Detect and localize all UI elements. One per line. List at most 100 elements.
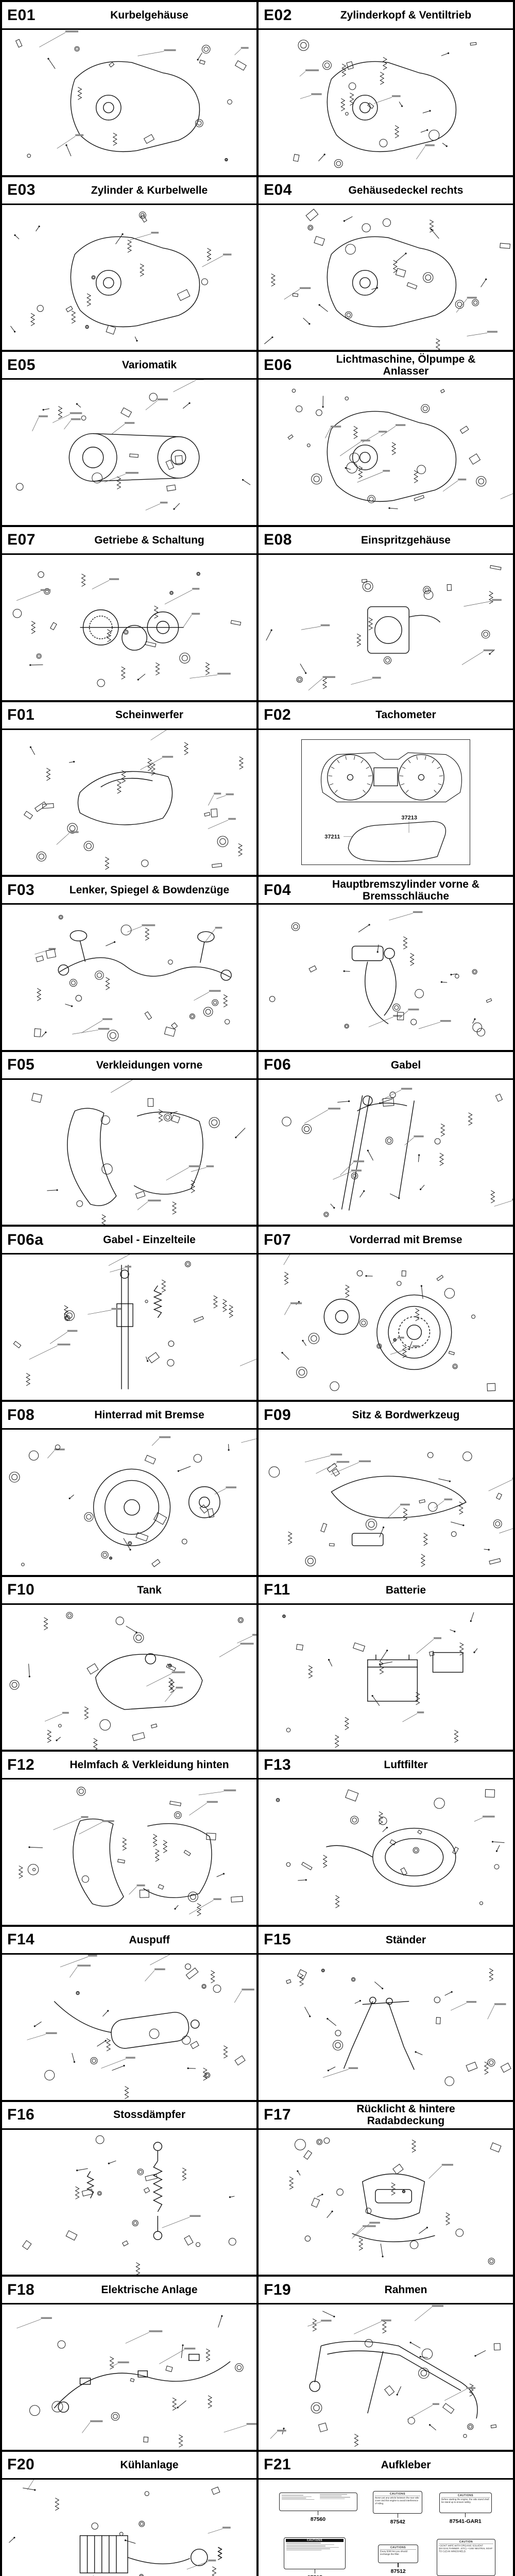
exploded-diagram-thumbnail[interactable] [259,1430,513,1575]
section-title: Rücklicht & hintere Radabdeckung [356,2103,455,2127]
section-title: Hinterrad mit Bremse [94,1409,204,1421]
section-title: Getriebe & Schaltung [94,534,204,546]
exploded-diagram-thumbnail[interactable] [2,30,256,175]
section-title: Zylinderkopf & Ventiltrieb [340,9,472,21]
section-code: F07 [264,1231,291,1248]
section-title: Kurbelgehäuse [110,9,188,21]
section-code: F19 [264,2281,291,2298]
exploded-diagram-thumbnail[interactable] [2,555,256,700]
section-cell-E07[interactable]: E07 Getriebe & Schaltung [1,526,258,701]
exploded-diagram-thumbnail[interactable] [259,205,513,350]
leader-tick [398,2563,399,2568]
exploded-diagram-thumbnail[interactable] [259,2304,513,2450]
exploded-diagram-thumbnail[interactable] [259,905,513,1050]
exploded-diagram-thumbnail[interactable]: 37211 37213 [259,730,513,875]
exploded-diagram-thumbnail[interactable] [259,1080,513,1225]
exploded-diagram-thumbnail[interactable] [2,1605,256,1750]
caution-sticker: CAUTIONS 87505 [284,2537,346,2576]
section-code: F15 [264,1931,291,1948]
section-title: Aufkleber [381,2459,431,2471]
section-code: E02 [264,6,292,24]
section-title: Auspuff [129,1934,170,1946]
exploded-diagram-thumbnail[interactable] [259,1780,513,1925]
section-title: Scheinwerfer [115,709,183,721]
section-title: Lichtmaschine, Ölpumpe & Anlasser [336,353,476,377]
exploded-diagram-thumbnail[interactable] [259,380,513,525]
sticker-heading: CAUTIONS [380,2546,417,2550]
section-title: Gabel [390,1059,421,1071]
section-title: Kühlanlage [120,2459,179,2471]
section-code: F18 [7,2281,35,2298]
section-cell-E02[interactable]: E02 Zylinderkopf & Ventiltrieb [258,1,514,176]
exploded-diagram-thumbnail[interactable] [259,1255,513,1400]
section-cell-F06[interactable]: F06 Gabel [258,1050,514,1226]
exploded-diagram-thumbnail[interactable] [2,1430,256,1575]
exploded-diagram-thumbnail[interactable] [2,1079,256,1225]
leader-tick [397,2514,399,2518]
exploded-diagram-thumbnail[interactable] [259,2130,513,2275]
section-cell-F19[interactable]: F19 Rahmen [258,2276,514,2451]
section-code: F21 [264,2456,291,2473]
exploded-diagram-thumbnail[interactable] [259,30,513,175]
exploded-diagram-thumbnail[interactable] [2,1255,256,1400]
exploded-diagram-thumbnail[interactable] [259,1605,513,1750]
sticker-body-text: Never put any article between the rear s… [375,2496,420,2505]
exploded-diagram-thumbnail[interactable] [2,2130,256,2275]
exploded-diagram-thumbnail[interactable] [2,380,256,525]
exploded-diagram-thumbnail[interactable] [2,2479,256,2576]
section-code: E07 [7,531,36,549]
exploded-diagram-thumbnail[interactable] [2,205,256,350]
section-code: F12 [7,1756,35,1773]
section-code: F06 [264,1056,291,1074]
tachometer-diagram-box: 37211 37213 [301,739,471,866]
section-title: Einspritzgehäuse [361,534,451,546]
exploded-diagram-thumbnail[interactable] [259,1955,513,2100]
sticker-part-number: 87512 [390,2568,406,2575]
exploded-diagram-thumbnail[interactable] [2,1954,256,2100]
exploded-diagram-thumbnail[interactable] [259,555,513,700]
section-cell-F07[interactable]: F07 Vorderrad mit Bremse [258,1226,514,1401]
section-title: Rahmen [384,2284,427,2296]
section-code: F03 [7,881,35,899]
exploded-diagram-thumbnail[interactable] [2,1780,256,1925]
exploded-diagram-thumbnail[interactable] [2,2304,256,2450]
exploded-diagram-thumbnail[interactable] [2,905,256,1050]
exploded-diagram-thumbnail[interactable] [2,730,256,875]
section-title: Vorderrad mit Bremse [349,1234,462,1246]
